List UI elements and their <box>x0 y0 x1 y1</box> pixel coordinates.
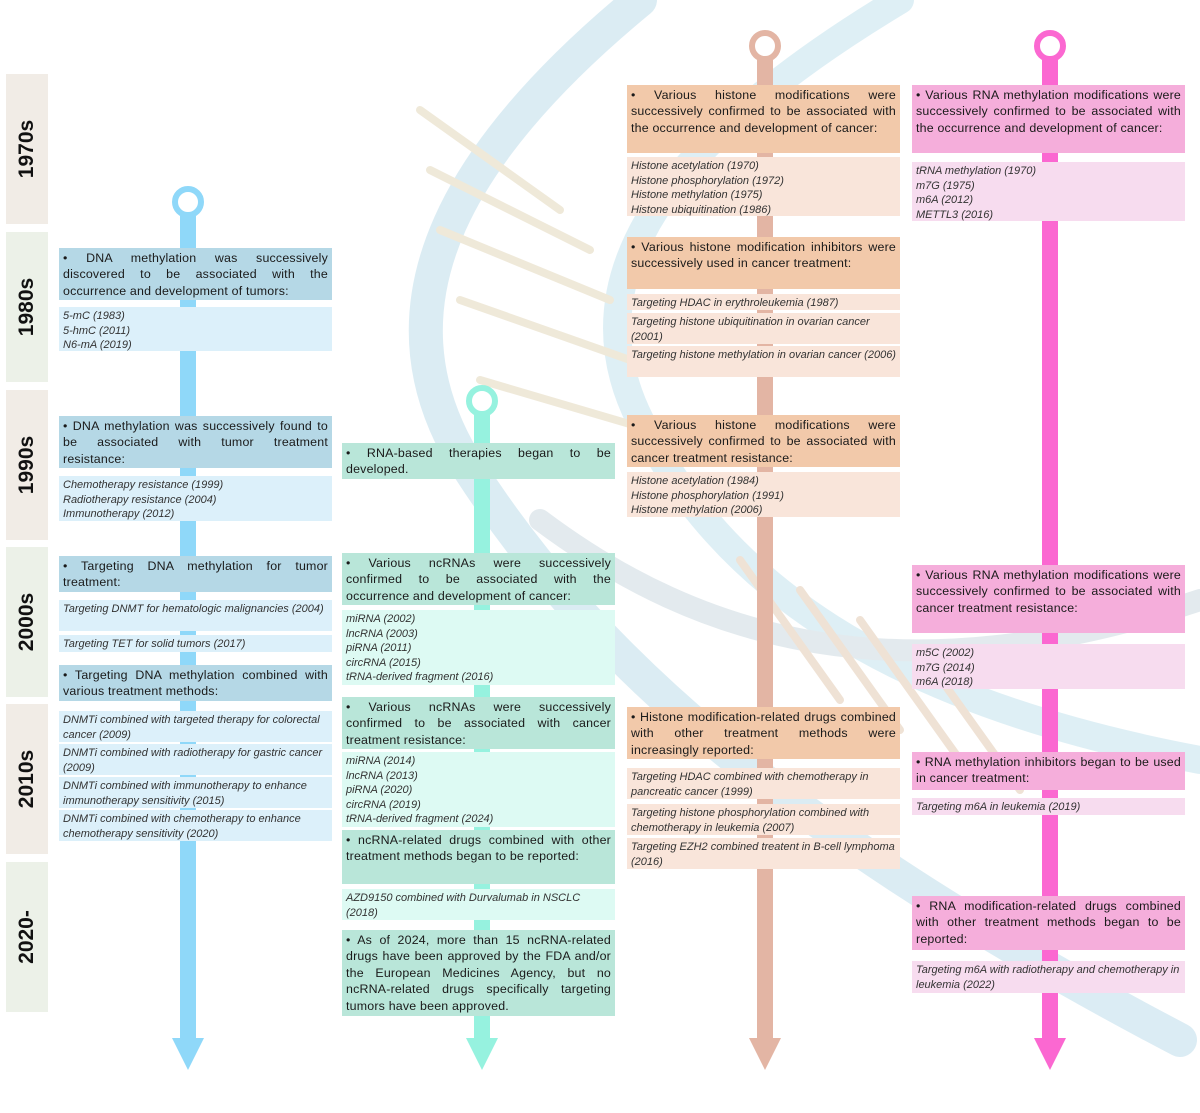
dna-resistance-item: Radiotherapy resistance (2004) <box>63 493 217 506</box>
rnameth-resistance-item: m6A (2018) <box>916 676 974 689</box>
rnameth-occurrence-item: m7G (1975) <box>916 179 975 192</box>
ncrna-combined-details: AZD9150 combined with Durvalumab in NSCL… <box>342 889 615 920</box>
dna-targeting-detail-1: Targeting DNMT for hematologic malignanc… <box>59 600 332 631</box>
ncrna-occurrence-details: miRNA (2002) lncRNA (2003) piRNA (2011) … <box>342 610 615 685</box>
ncrna-occurrence-item: circRNA (2015) <box>346 656 421 669</box>
histone-resistance-item: Histone acetylation (1984) <box>631 475 759 487</box>
histone-resistance-header: • Various histone modifications were suc… <box>627 415 900 467</box>
ncrna-resistance-item: lncRNA (2013) <box>346 769 418 782</box>
dna-resistance-header: • DNA methylation was successively found… <box>59 416 332 468</box>
dna-occurrence-details: 5-mC (1983) 5-hmC (2011) N6-mA (2019) <box>59 307 332 351</box>
ncrna-resistance-item: piRNA (2020) <box>346 784 413 797</box>
histone-combined-detail-2: Targeting histone phosphorylation combin… <box>627 804 900 835</box>
ncrna-resistance-item: miRNA (2014) <box>346 755 416 767</box>
rnameth-resistance-item: m7G (2014) <box>916 661 975 674</box>
histone-occurrence-item: Histone ubiquitination (1986) <box>631 203 772 216</box>
ncrna-combined-header: • ncRNA-related drugs combined with othe… <box>342 830 615 884</box>
ncrna-occurrence-item: miRNA (2002) <box>346 613 416 625</box>
decade-label-1990s: 1990s <box>6 390 48 540</box>
histone-resistance-item: Histone phosphorylation (1991) <box>631 489 784 502</box>
rnameth-resistance-header: • Various RNA methylation modifications … <box>912 565 1185 633</box>
ncrna-occurrence-item: lncRNA (2003) <box>346 627 418 640</box>
rnameth-occurrence-item: m6A (2012) <box>916 194 974 207</box>
histone-occurrence-item: Histone phosphorylation (1972) <box>631 174 784 187</box>
decade-label-1970s: 1970s <box>6 74 48 224</box>
dna-resistance-details: Chemotherapy resistance (1999) Radiother… <box>59 476 332 521</box>
decade-label-1980s: 1980s <box>6 232 48 382</box>
ncrna-resistance-item: circRNA (2019) <box>346 798 421 811</box>
dna-combined-detail-1: DNMTi combined with targeted therapy for… <box>59 711 332 742</box>
histone-occurrence-item: Histone methylation (1975) <box>631 189 763 202</box>
dna-occurrence-item: N6-mA (2019) <box>63 339 132 352</box>
rna-methylation-timeline-axis <box>1034 30 1066 1070</box>
ncrna-resistance-header: • Various ncRNAs were successively confi… <box>342 697 615 749</box>
ncrna-resistance-details: miRNA (2014) lncRNA (2013) piRNA (2020) … <box>342 752 615 827</box>
dna-combined-header: • Targeting DNA methylation combined wit… <box>59 665 332 701</box>
dna-targeting-detail-2: Targeting TET for solid tumors (2017) <box>59 635 332 652</box>
histone-occurrence-header: • Various histone modifications were suc… <box>627 85 900 153</box>
ncrna-therapies-header: • RNA-based therapies began to be develo… <box>342 443 615 479</box>
histone-occurrence-details: Histone acetylation (1970) Histone phosp… <box>627 157 900 216</box>
rnameth-combined-details: Targeting m6A with radiotherapy and chem… <box>912 961 1185 993</box>
dna-resistance-item: Chemotherapy resistance (1999) <box>63 479 224 491</box>
dna-resistance-item: Immunotherapy (2012) <box>63 508 175 521</box>
histone-resistance-details: Histone acetylation (1984) Histone phosp… <box>627 472 900 517</box>
rnameth-occurrence-item: METTL3 (2016) <box>916 208 994 221</box>
dna-occurrence-header: • DNA methylation was successively disco… <box>59 248 332 300</box>
histone-inhibitors-header: • Various histone modification inhibitor… <box>627 237 900 289</box>
histone-inhibitors-detail-2: Targeting histone ubiquitination in ovar… <box>627 313 900 344</box>
ncrna-resistance-item: tRNA-derived fragment (2024) <box>346 813 494 826</box>
dna-combined-detail-3: DNMTi combined with immunotherapy to enh… <box>59 777 332 808</box>
ncrna-occurrence-header: • Various ncRNAs were successively confi… <box>342 553 615 605</box>
histone-combined-detail-1: Targeting HDAC combined with chemotherap… <box>627 768 900 799</box>
histone-inhibitors-detail-1: Targeting HDAC in erythroleukemia (1987) <box>627 294 900 310</box>
decade-label-2020: 2020- <box>6 862 48 1012</box>
rnameth-combined-header: • RNA modification-related drugs combine… <box>912 896 1185 950</box>
rnameth-inhibitors-header: • RNA methylation inhibitors began to be… <box>912 752 1185 790</box>
rnameth-occurrence-header: • Various RNA methylation modifications … <box>912 85 1185 153</box>
dna-combined-detail-4: DNMTi combined with chemotherapy to enha… <box>59 810 332 841</box>
histone-resistance-item: Histone methylation (2006) <box>631 504 763 517</box>
ncrna-approval-header: • As of 2024, more than 15 ncRNA-related… <box>342 930 615 1016</box>
dna-combined-detail-2: DNMTi combined with radiotherapy for gas… <box>59 744 332 775</box>
rnameth-occurrence-details: tRNA methylation (1970) m7G (1975) m6A (… <box>912 162 1185 221</box>
rnameth-inhibitors-details: Targeting m6A in leukemia (2019) <box>912 798 1185 815</box>
histone-combined-detail-3: Targeting EZH2 combined treatent in B-ce… <box>627 838 900 869</box>
dna-occurrence-item: 5-mC (1983) <box>63 310 125 322</box>
dna-occurrence-item: 5-hmC (2011) <box>63 324 131 337</box>
ncrna-occurrence-item: piRNA (2011) <box>346 642 412 655</box>
rnameth-occurrence-item: tRNA methylation (1970) <box>916 165 1037 177</box>
histone-combined-header: • Histone modification-related drugs com… <box>627 707 900 759</box>
ncrna-occurrence-item: tRNA-derived fragment (2016) <box>346 671 494 684</box>
rnameth-resistance-details: m5C (2002) m7G (2014) m6A (2018) <box>912 644 1185 689</box>
dna-targeting-header: • Targeting DNA methylation for tumor tr… <box>59 556 332 592</box>
decade-label-2010s: 2010s <box>6 704 48 854</box>
histone-inhibitors-detail-3: Targeting histone methylation in ovarian… <box>627 346 900 377</box>
rnameth-resistance-item: m5C (2002) <box>916 647 975 659</box>
decade-label-2000s: 2000s <box>6 547 48 697</box>
histone-occurrence-item: Histone acetylation (1970) <box>631 160 759 172</box>
